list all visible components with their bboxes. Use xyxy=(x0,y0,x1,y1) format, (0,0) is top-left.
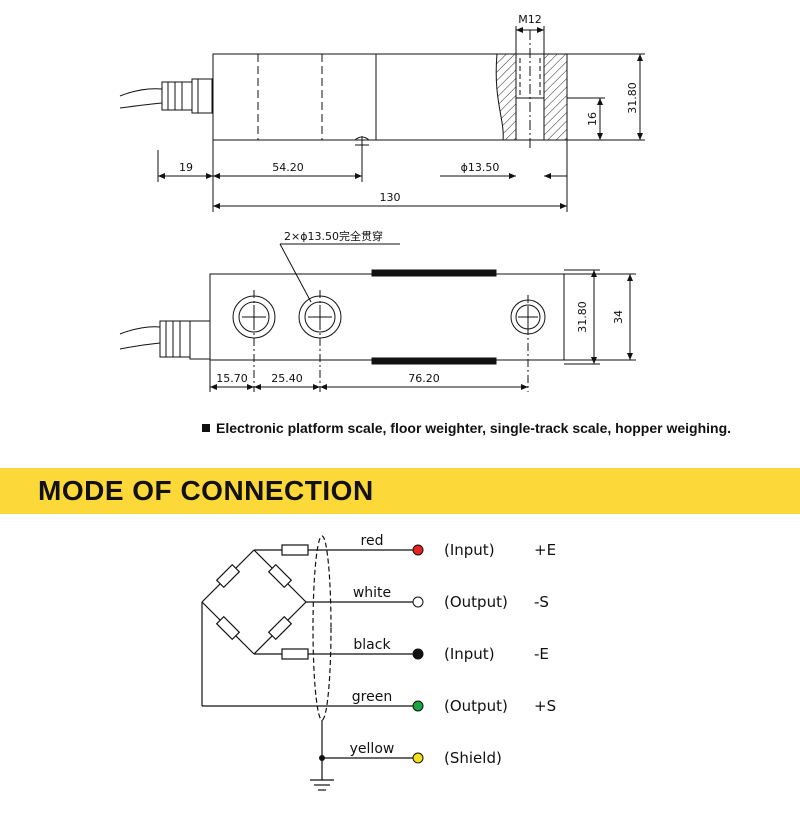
terminal-black xyxy=(412,648,424,660)
wire-label-black: black xyxy=(353,637,391,653)
terminal-green xyxy=(412,700,424,712)
cable-gland xyxy=(159,320,191,358)
signal-label-white: (Output) xyxy=(444,593,508,611)
dim-c: 76.20 xyxy=(408,372,440,385)
plan-view xyxy=(119,243,636,392)
height-label-side: 31.80 xyxy=(626,82,639,114)
signal-label-yellow: (Shield) xyxy=(444,749,502,767)
signal-label-green: (Output) xyxy=(444,697,508,715)
height-inner: 31.80 xyxy=(576,301,589,333)
cable xyxy=(119,88,163,109)
section-title: MODE OF CONNECTION xyxy=(38,475,374,506)
code-green: +S xyxy=(534,697,556,715)
cable xyxy=(119,326,161,350)
code-white: -S xyxy=(534,593,549,611)
dim-b: 25.40 xyxy=(271,372,303,385)
signal-label-black: (Input) xyxy=(444,645,495,663)
terminal-white xyxy=(412,596,424,608)
cable-gland xyxy=(161,81,193,111)
thread-label: M12 xyxy=(518,13,542,26)
caption-text: Electronic platform scale, floor weighte… xyxy=(216,420,732,436)
dim-hole: ϕ13.50 xyxy=(461,161,500,174)
application-caption: Electronic platform scale, floor weighte… xyxy=(202,420,731,436)
bullet-icon xyxy=(202,424,210,432)
dim-first: 54.20 xyxy=(272,161,304,174)
wire-label-red: red xyxy=(361,533,384,549)
dim-a: 15.70 xyxy=(216,372,248,385)
code-red: +E xyxy=(534,541,556,559)
wire-label-green: green xyxy=(352,689,392,705)
hole-depth-label: 16 xyxy=(586,112,599,126)
terminal-yellow xyxy=(412,752,424,764)
shield-junction xyxy=(319,755,325,761)
signal-label-red: (Input) xyxy=(444,541,495,559)
code-black: -E xyxy=(534,645,549,663)
side-view xyxy=(119,26,645,212)
dim-total: 130 xyxy=(380,191,401,204)
bridge-circuit xyxy=(201,535,418,791)
wire-label-white: white xyxy=(353,585,391,601)
dim-cable: 19 xyxy=(179,161,193,174)
hole-note: 2×ϕ13.50完全贯穿 xyxy=(284,229,383,243)
wire-label-yellow: yellow xyxy=(350,741,395,757)
height-outer: 34 xyxy=(612,310,625,324)
terminal-red xyxy=(412,544,424,556)
section-banner: MODE OF CONNECTION xyxy=(0,468,800,514)
